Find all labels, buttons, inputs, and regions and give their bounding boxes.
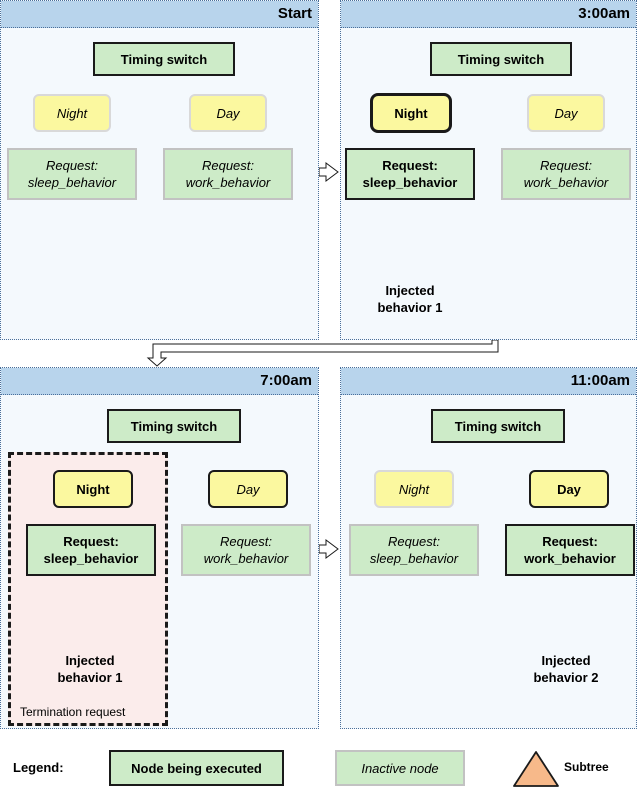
day-node: Day (527, 94, 605, 132)
request-sleep-node: Request:sleep_behavior (26, 524, 156, 576)
night-node: Night (374, 470, 454, 508)
request-sleep-node: Request:sleep_behavior (7, 148, 137, 200)
timing-switch-node: Timing switch (431, 409, 565, 443)
night-node: Night (33, 94, 111, 132)
panel-title: 7:00am (260, 372, 312, 389)
panel-header: 3:00am (341, 1, 636, 28)
request-work-node: Request:work_behavior (501, 148, 631, 200)
request-sleep-node: Request:sleep_behavior (349, 524, 479, 576)
panel-header: 7:00am (1, 368, 318, 395)
request-sleep-node: Request:sleep_behavior (345, 148, 475, 200)
panel-header: Start (1, 1, 318, 28)
panel-title: 11:00am (570, 372, 630, 389)
legend-subtree-label: Subtree (564, 760, 609, 774)
day-node: Day (208, 470, 288, 508)
termination-label: Termination request (20, 705, 126, 719)
timing-switch-node: Timing switch (430, 42, 572, 76)
request-work-node: Request:work_behavior (181, 524, 311, 576)
transition-arrow (318, 539, 339, 559)
day-node: Day (529, 470, 609, 508)
night-node: Night (370, 93, 452, 133)
timing-switch-node: Timing switch (107, 409, 241, 443)
panel-title: 3:00am (578, 5, 630, 22)
panel-title: Start (277, 5, 312, 22)
request-work-node: Request:work_behavior (163, 148, 293, 200)
legend-subtree-icon (513, 751, 559, 787)
timing-switch-node: Timing switch (93, 42, 235, 76)
transition-arrow (146, 339, 499, 367)
legend-inactive-node: Inactive node (335, 750, 465, 786)
legend-title: Legend: (13, 760, 64, 775)
panel-header: 11:00am (341, 368, 636, 395)
request-work-node: Request:work_behavior (505, 524, 635, 576)
legend-executed-node: Node being executed (109, 750, 284, 786)
transition-arrow (318, 162, 339, 182)
night-node: Night (53, 470, 133, 508)
day-node: Day (189, 94, 267, 132)
